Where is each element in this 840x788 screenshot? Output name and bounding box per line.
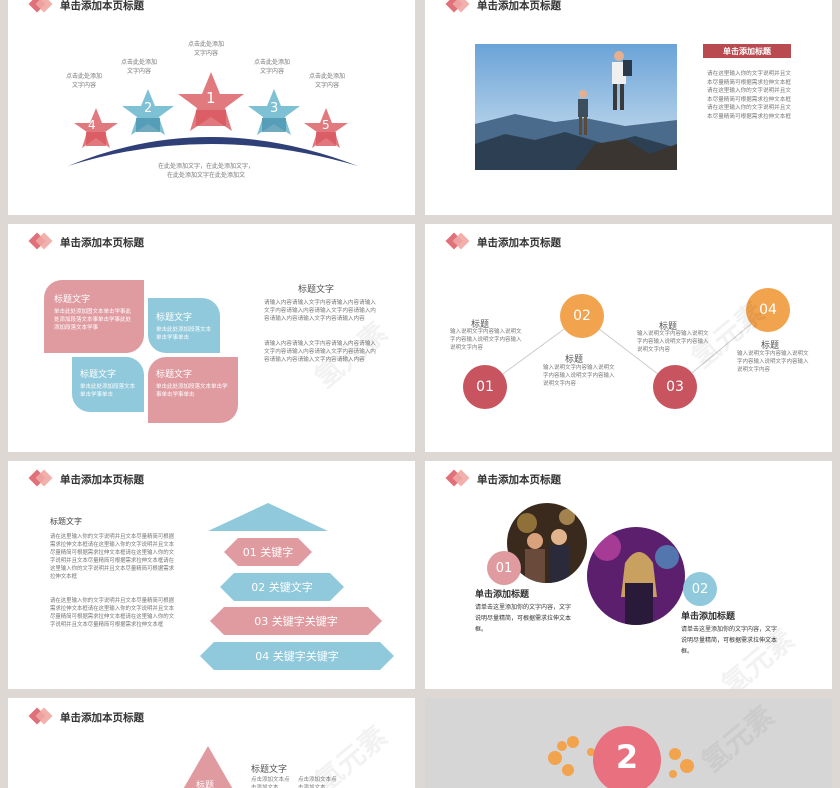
timeline-connectors (484, 309, 769, 388)
slide-header: 单击添加本页标题 (445, 0, 561, 13)
node-01: 01 (463, 365, 507, 409)
slide-7[interactable]: 单击添加本页标题 标题 标题文字 点击添加文本点击添加文本 点击添加文本点击添加… (8, 698, 415, 788)
pyramid-level-4: 04 关键字关键字 (255, 650, 339, 663)
label-2-title: 标题 (565, 355, 584, 365)
col-1-text: 点击添加文本点击添加文本 (251, 777, 290, 788)
dots-decoration (548, 726, 694, 788)
label-2-text: 输入说明文字内容输入说明文字内容输入说明文字内容输入说明文字内容 (543, 365, 615, 387)
label-3-title: 标题 (659, 322, 678, 332)
star-5-number: 5 (322, 118, 330, 132)
item-1-title: 单击添加标题 (475, 590, 530, 600)
star-2-number: 2 (144, 101, 153, 116)
block-2-text: 单击此处添加段落文本单击学事单击 (156, 327, 212, 341)
label-3-text: 输入说明文字内容输入说明文字内容输入说明文字内容输入说明文字内容 (637, 331, 709, 353)
slide-title: 单击添加本页标题 (477, 236, 561, 249)
slide-5[interactable]: 单击添加本页标题 标题文字 请在这里输入你的文字说明并且文本尽量精简可根据需求拉… (8, 461, 415, 689)
party-photo-2 (587, 527, 685, 625)
badge-01: 01 (487, 551, 521, 585)
star-1-number: 1 (206, 89, 216, 107)
slide-title: 单击添加本页标题 (60, 473, 144, 486)
pyramid-level-1: 01 关键字 (242, 546, 294, 559)
logo-diamond-icon (28, 232, 54, 250)
slide-header: 单击添加本页标题 (445, 232, 561, 250)
arc-base (68, 137, 358, 166)
block-2-title: 标题文字 (156, 313, 193, 323)
slide-2[interactable]: 单击添加本页标题 单击添加标题 请在这里输入你的文字说明并且文本尽量精简可根据需… (425, 0, 832, 215)
item-1-text: 请单击这里添加你的文字内容，文字说明尽量精简，可根据需求拉伸文本框。 (475, 604, 572, 633)
star-2-caption: 点击此处添加 文字内容 (121, 59, 158, 75)
slide-title: 单击添加本页标题 (60, 711, 144, 724)
slide-header: 单击添加本页标题 (28, 707, 144, 725)
block-4: 标题文字 单击此处添加段落文本单击学事单击学事单击 (148, 357, 238, 423)
label-4-title: 标题 (761, 341, 780, 351)
slide-8[interactable]: 2 氢元素 (425, 698, 832, 788)
slide-title: 单击添加本页标题 (60, 236, 144, 249)
slide-header: 单击添加本页标题 (445, 469, 561, 487)
star-4-caption: 点击此处添加 文字内容 (66, 73, 103, 89)
block-1-title: 标题文字 (54, 295, 91, 305)
slide-3[interactable]: 单击添加本页标题 标题文字 单击此处添加图文本单击学事此处添加段落文本事单击学事… (8, 224, 415, 452)
slide-header: 单击添加本页标题 (28, 469, 144, 487)
left-text-2: 请在这里输入你的文字说明并且文本尽量精简可根据需求拉伸文本框请在这里输入你的文字… (50, 598, 174, 628)
block-3: 标题文字 单击此处添加段落文本单击学事单击 (72, 357, 144, 412)
block-4-title: 标题文字 (156, 370, 193, 380)
section-number: 2 (615, 738, 639, 776)
star-1-caption: 点击此处添加 文字内容 (188, 41, 225, 57)
slide-title: 单击添加本页标题 (477, 473, 561, 486)
hiker-1 (578, 90, 588, 135)
badge-02: 02 (683, 572, 717, 606)
label-1-title: 标题 (471, 320, 490, 330)
right-paragraph-2: 请输入内容请输入文字内容请输入内容请输入文字内容请输入内容请输入文字内容请输入内… (264, 341, 376, 363)
slide-4[interactable]: 单击添加本页标题 01 02 03 04 标题 输入说明文字内容输入说明文字内容… (425, 224, 832, 452)
right-title: 标题文字 (298, 285, 335, 295)
bottom-caption: 在此处添加文字，在此处添加文字， 在此处添加文字在此处添加文 (158, 163, 255, 179)
block-1-text: 单击此处添加图文本单击学事此处添加段落文本事单击学事此处添加段落文本学事 (54, 309, 132, 331)
star-5-caption: 点击此处添加 文字内容 (309, 73, 346, 89)
block-3-title: 标题文字 (80, 370, 117, 380)
left-title: 标题文字 (50, 517, 82, 526)
block-2: 标题文字 单击此处添加段落文本单击学事单击 (148, 298, 220, 353)
label-1-text: 输入说明文字内容输入说明文字内容输入说明文字内容输入说明文字内容 (450, 329, 522, 351)
star-2 (122, 89, 174, 135)
stars-graphic (68, 72, 358, 166)
logo-diamond-icon (28, 707, 54, 725)
right-paragraph-1: 请输入内容请输入文字内容请输入内容请输入文字内容请输入内容请输入文字内容请输入内… (264, 300, 376, 322)
logo-diamond-icon (445, 469, 471, 487)
block-4-text: 单击此处添加段落文本单击学事单击学事单击 (156, 384, 228, 398)
hiker-2 (612, 51, 632, 110)
node-02: 02 (560, 294, 604, 338)
slide-1[interactable]: 单击添加本页标题 4 2 1 3 5 点击此处添加 文字内容 点击此处添加 文字… (8, 0, 415, 215)
node-04: 04 (746, 288, 790, 332)
item-2-title: 单击添加标题 (681, 612, 736, 622)
slide-title: 单击添加本页标题 (477, 0, 561, 12)
logo-diamond-icon (445, 0, 471, 13)
pyramid-level-2: 02 关键文字 (251, 581, 313, 594)
star-1 (178, 72, 244, 131)
slide-title: 单击添加本页标题 (60, 0, 144, 12)
slide-header: 单击添加本页标题 (28, 0, 144, 13)
slide-header: 单击添加本页标题 (28, 232, 144, 250)
pyramid (200, 503, 394, 670)
label-4-text: 输入说明文字内容输入说明文字内容输入说明文字内容输入说明文字内容 (737, 351, 809, 373)
node-03: 03 (653, 365, 697, 409)
item-2-text: 请单击这里添加你的文字内容，文字说明尽量精简，可根据需求拉伸文本框。 (681, 626, 778, 655)
triangle-label: 标题 (196, 781, 215, 788)
col-2-text: 点击添加文本点击添加文本 (298, 777, 337, 788)
block-3-text: 单击此处添加段落文本单击学事单击 (80, 384, 136, 398)
star-3 (248, 89, 300, 135)
star-4 (74, 108, 118, 148)
slide-6[interactable]: 单击添加本页标题 01 02 单击添加标题 请单击这里添加你的文字内容，文字说明… (425, 461, 832, 689)
star-4-number: 4 (88, 118, 96, 132)
title-tag: 单击添加标题 (703, 44, 791, 58)
slide7-title: 标题文字 (251, 765, 288, 775)
hikers-photo (475, 44, 677, 170)
star-3-number: 3 (270, 101, 279, 116)
star-5 (304, 108, 348, 148)
pyramid-level-3: 03 关键字关键字 (254, 615, 338, 628)
triangle-shape (183, 746, 233, 788)
body-text: 请在这里输入你的文字说明并且文本尽量精简可根据需求拉伸文本框请在这里输入你的文字… (707, 71, 791, 120)
block-1: 标题文字 单击此处添加图文本单击学事此处添加段落文本事单击学事此处添加段落文本学… (44, 280, 144, 353)
star-3-caption: 点击此处添加 文字内容 (254, 59, 291, 75)
left-text: 请在这里输入你的文字说明并且文本尽量精简可根据需求拉伸文本框请在这里输入你的文字… (50, 534, 174, 580)
